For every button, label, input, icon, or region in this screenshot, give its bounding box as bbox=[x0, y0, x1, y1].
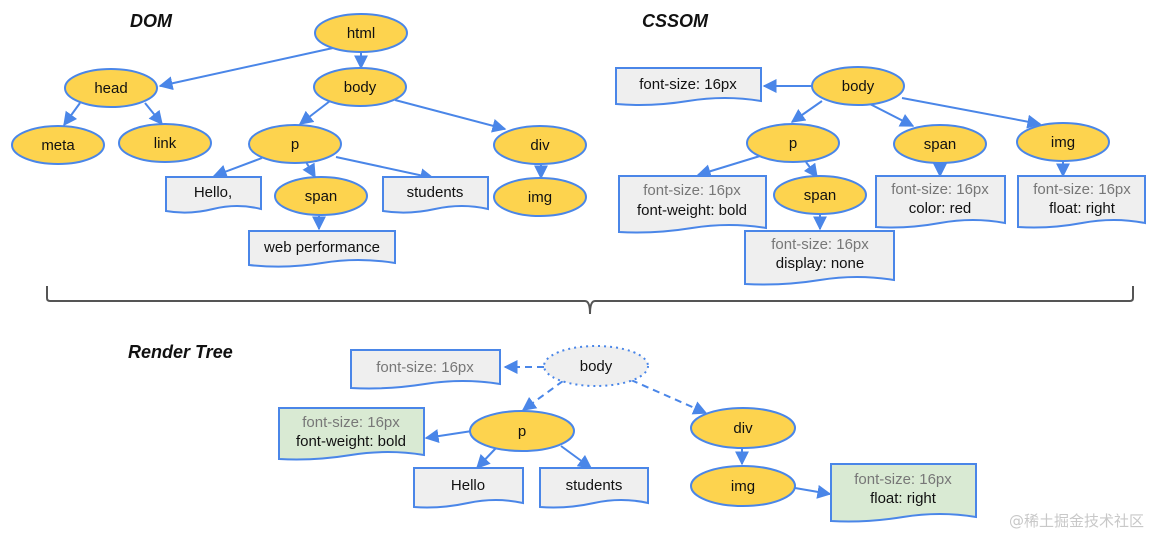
cssom-label-img: img bbox=[1051, 134, 1075, 151]
combine-brace bbox=[46, 286, 1134, 315]
dom-text-web-performance-label: web performance bbox=[263, 239, 380, 256]
dom-text-hello-label: Hello, bbox=[194, 184, 232, 201]
cssom-edges bbox=[696, 79, 1070, 231]
render-label-p: p bbox=[518, 423, 526, 440]
render-style-p-inherited: font-size: 16px bbox=[302, 414, 400, 431]
dom-title: DOM bbox=[130, 11, 173, 31]
dom-label-div: div bbox=[530, 137, 550, 154]
render-style-body: font-size: 16px bbox=[350, 349, 501, 390]
dom-node-span: span bbox=[274, 176, 368, 216]
dom-node-div: div bbox=[493, 125, 587, 165]
render-style-p: font-size: 16px font-weight: bold bbox=[278, 407, 425, 461]
render-style-body-label: font-size: 16px bbox=[376, 359, 474, 376]
dom-label-link: link bbox=[154, 135, 177, 152]
dom-label-img: img bbox=[528, 189, 552, 206]
cssom-style-span-inherited: font-size: 16px bbox=[891, 181, 989, 198]
cssom-style-p: font-size: 16px font-weight: bold bbox=[618, 175, 767, 234]
cssom-node-p: p bbox=[746, 123, 840, 163]
watermark-text: @稀土掘金技术社区 bbox=[1009, 512, 1144, 530]
dom-text-students-label: students bbox=[407, 184, 464, 201]
cssom-style-span-under-p-inherited: font-size: 16px bbox=[771, 236, 869, 253]
render-node-p: p bbox=[469, 410, 575, 452]
cssom-style-img: font-size: 16px float: right bbox=[1017, 175, 1146, 229]
render-label-body: body bbox=[580, 358, 613, 375]
dom-node-img: img bbox=[493, 177, 587, 217]
cssom-style-span-under-p-own: display: none bbox=[776, 255, 864, 272]
render-style-p-own: font-weight: bold bbox=[296, 433, 406, 450]
dom-node-head: head bbox=[64, 68, 158, 108]
dom-label-head: head bbox=[94, 80, 127, 97]
render-text-hello-label: Hello bbox=[451, 477, 485, 494]
dom-label-p: p bbox=[291, 136, 299, 153]
render-text-students: students bbox=[539, 467, 649, 509]
dom-node-meta: meta bbox=[11, 125, 105, 165]
dom-label-span: span bbox=[305, 188, 338, 205]
render-text-hello: Hello bbox=[413, 467, 524, 509]
dom-edges bbox=[63, 47, 548, 231]
cssom-node-body: body bbox=[811, 66, 905, 106]
dom-node-html: html bbox=[314, 13, 408, 53]
dom-label-body: body bbox=[344, 79, 377, 96]
render-label-img: img bbox=[731, 478, 755, 495]
cssom-style-img-inherited: font-size: 16px bbox=[1033, 181, 1131, 198]
cssom-node-img: img bbox=[1016, 122, 1110, 162]
render-node-div: div bbox=[690, 407, 796, 449]
render-style-img: font-size: 16px float: right bbox=[830, 463, 977, 523]
dom-label-html: html bbox=[347, 25, 375, 42]
dom-text-hello: Hello, bbox=[165, 176, 262, 214]
cssom-label-span: span bbox=[924, 136, 957, 153]
cssom-node-span: span bbox=[893, 124, 987, 164]
render-edges bbox=[424, 360, 832, 499]
dom-node-p: p bbox=[248, 124, 342, 164]
cssom-style-p-own: font-weight: bold bbox=[637, 202, 747, 219]
render-node-body: body bbox=[543, 345, 649, 387]
render-style-img-inherited: font-size: 16px bbox=[854, 471, 952, 488]
cssom-node-span-under-p: span bbox=[773, 175, 867, 215]
render-node-img: img bbox=[690, 465, 796, 507]
cssom-style-body-label: font-size: 16px bbox=[639, 76, 737, 93]
cssom-style-span: font-size: 16px color: red bbox=[875, 175, 1006, 229]
dom-node-link: link bbox=[118, 123, 212, 163]
cssom-label-span-under-p: span bbox=[804, 187, 837, 204]
render-tree-title: Render Tree bbox=[128, 342, 233, 362]
dom-node-body: body bbox=[313, 67, 407, 107]
render-style-img-own: float: right bbox=[870, 490, 937, 507]
cssom-style-img-own: float: right bbox=[1049, 200, 1116, 217]
dom-text-students: students bbox=[382, 176, 489, 214]
cssom-label-body: body bbox=[842, 78, 875, 95]
cssom-style-span-under-p: font-size: 16px display: none bbox=[744, 230, 895, 286]
cssom-style-p-inherited: font-size: 16px bbox=[643, 182, 741, 199]
cssom-label-p: p bbox=[789, 135, 797, 152]
cssom-style-body: font-size: 16px bbox=[615, 67, 762, 106]
dom-label-meta: meta bbox=[41, 137, 75, 154]
dom-text-web-performance: web performance bbox=[248, 230, 396, 268]
cssom-title: CSSOM bbox=[642, 11, 709, 31]
render-label-div: div bbox=[733, 420, 753, 437]
cssom-style-span-own: color: red bbox=[909, 200, 972, 217]
render-text-students-label: students bbox=[566, 477, 623, 494]
